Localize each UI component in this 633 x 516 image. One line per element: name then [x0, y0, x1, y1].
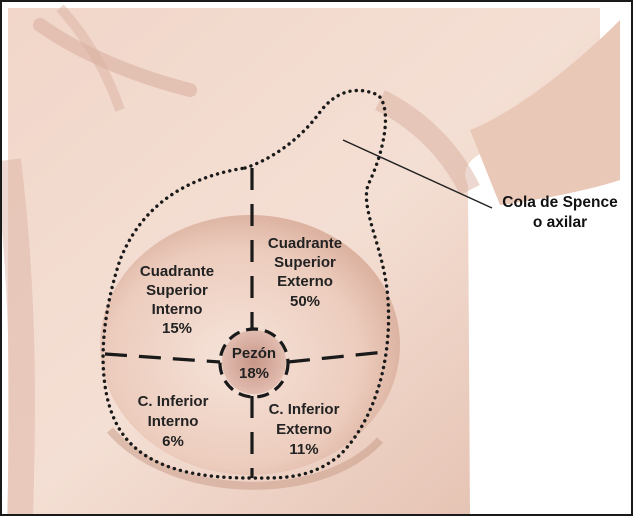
callout-line2: o axilar	[533, 214, 587, 231]
inferior-interno-line2: Interno	[148, 413, 199, 430]
inferior-externo-percent: 11%	[289, 441, 318, 458]
superior-interno-line2: Superior	[146, 282, 208, 299]
superior-externo-percent: 50%	[290, 293, 320, 310]
pezon-percent: 18%	[239, 365, 269, 382]
inferior-externo-line2: Externo	[276, 421, 332, 438]
superior-interno-line1: Cuadrante	[140, 263, 214, 280]
inferior-interno-line1: C. Inferior	[138, 393, 209, 410]
pezon-label: Pezón	[232, 345, 276, 362]
inferior-externo-line1: C. Inferior	[269, 401, 340, 418]
left-edge-shadow	[8, 160, 22, 516]
superior-interno-line3: Interno	[152, 301, 203, 318]
inferior-interno-percent: 6%	[162, 433, 184, 450]
areola	[222, 330, 286, 394]
callout-line1: Cola de Spence	[502, 194, 618, 211]
superior-externo-line2: Superior	[274, 254, 336, 271]
superior-interno-percent: 15%	[162, 320, 192, 337]
superior-externo-line1: Cuadrante	[268, 235, 342, 252]
superior-externo-line3: Externo	[277, 273, 333, 290]
